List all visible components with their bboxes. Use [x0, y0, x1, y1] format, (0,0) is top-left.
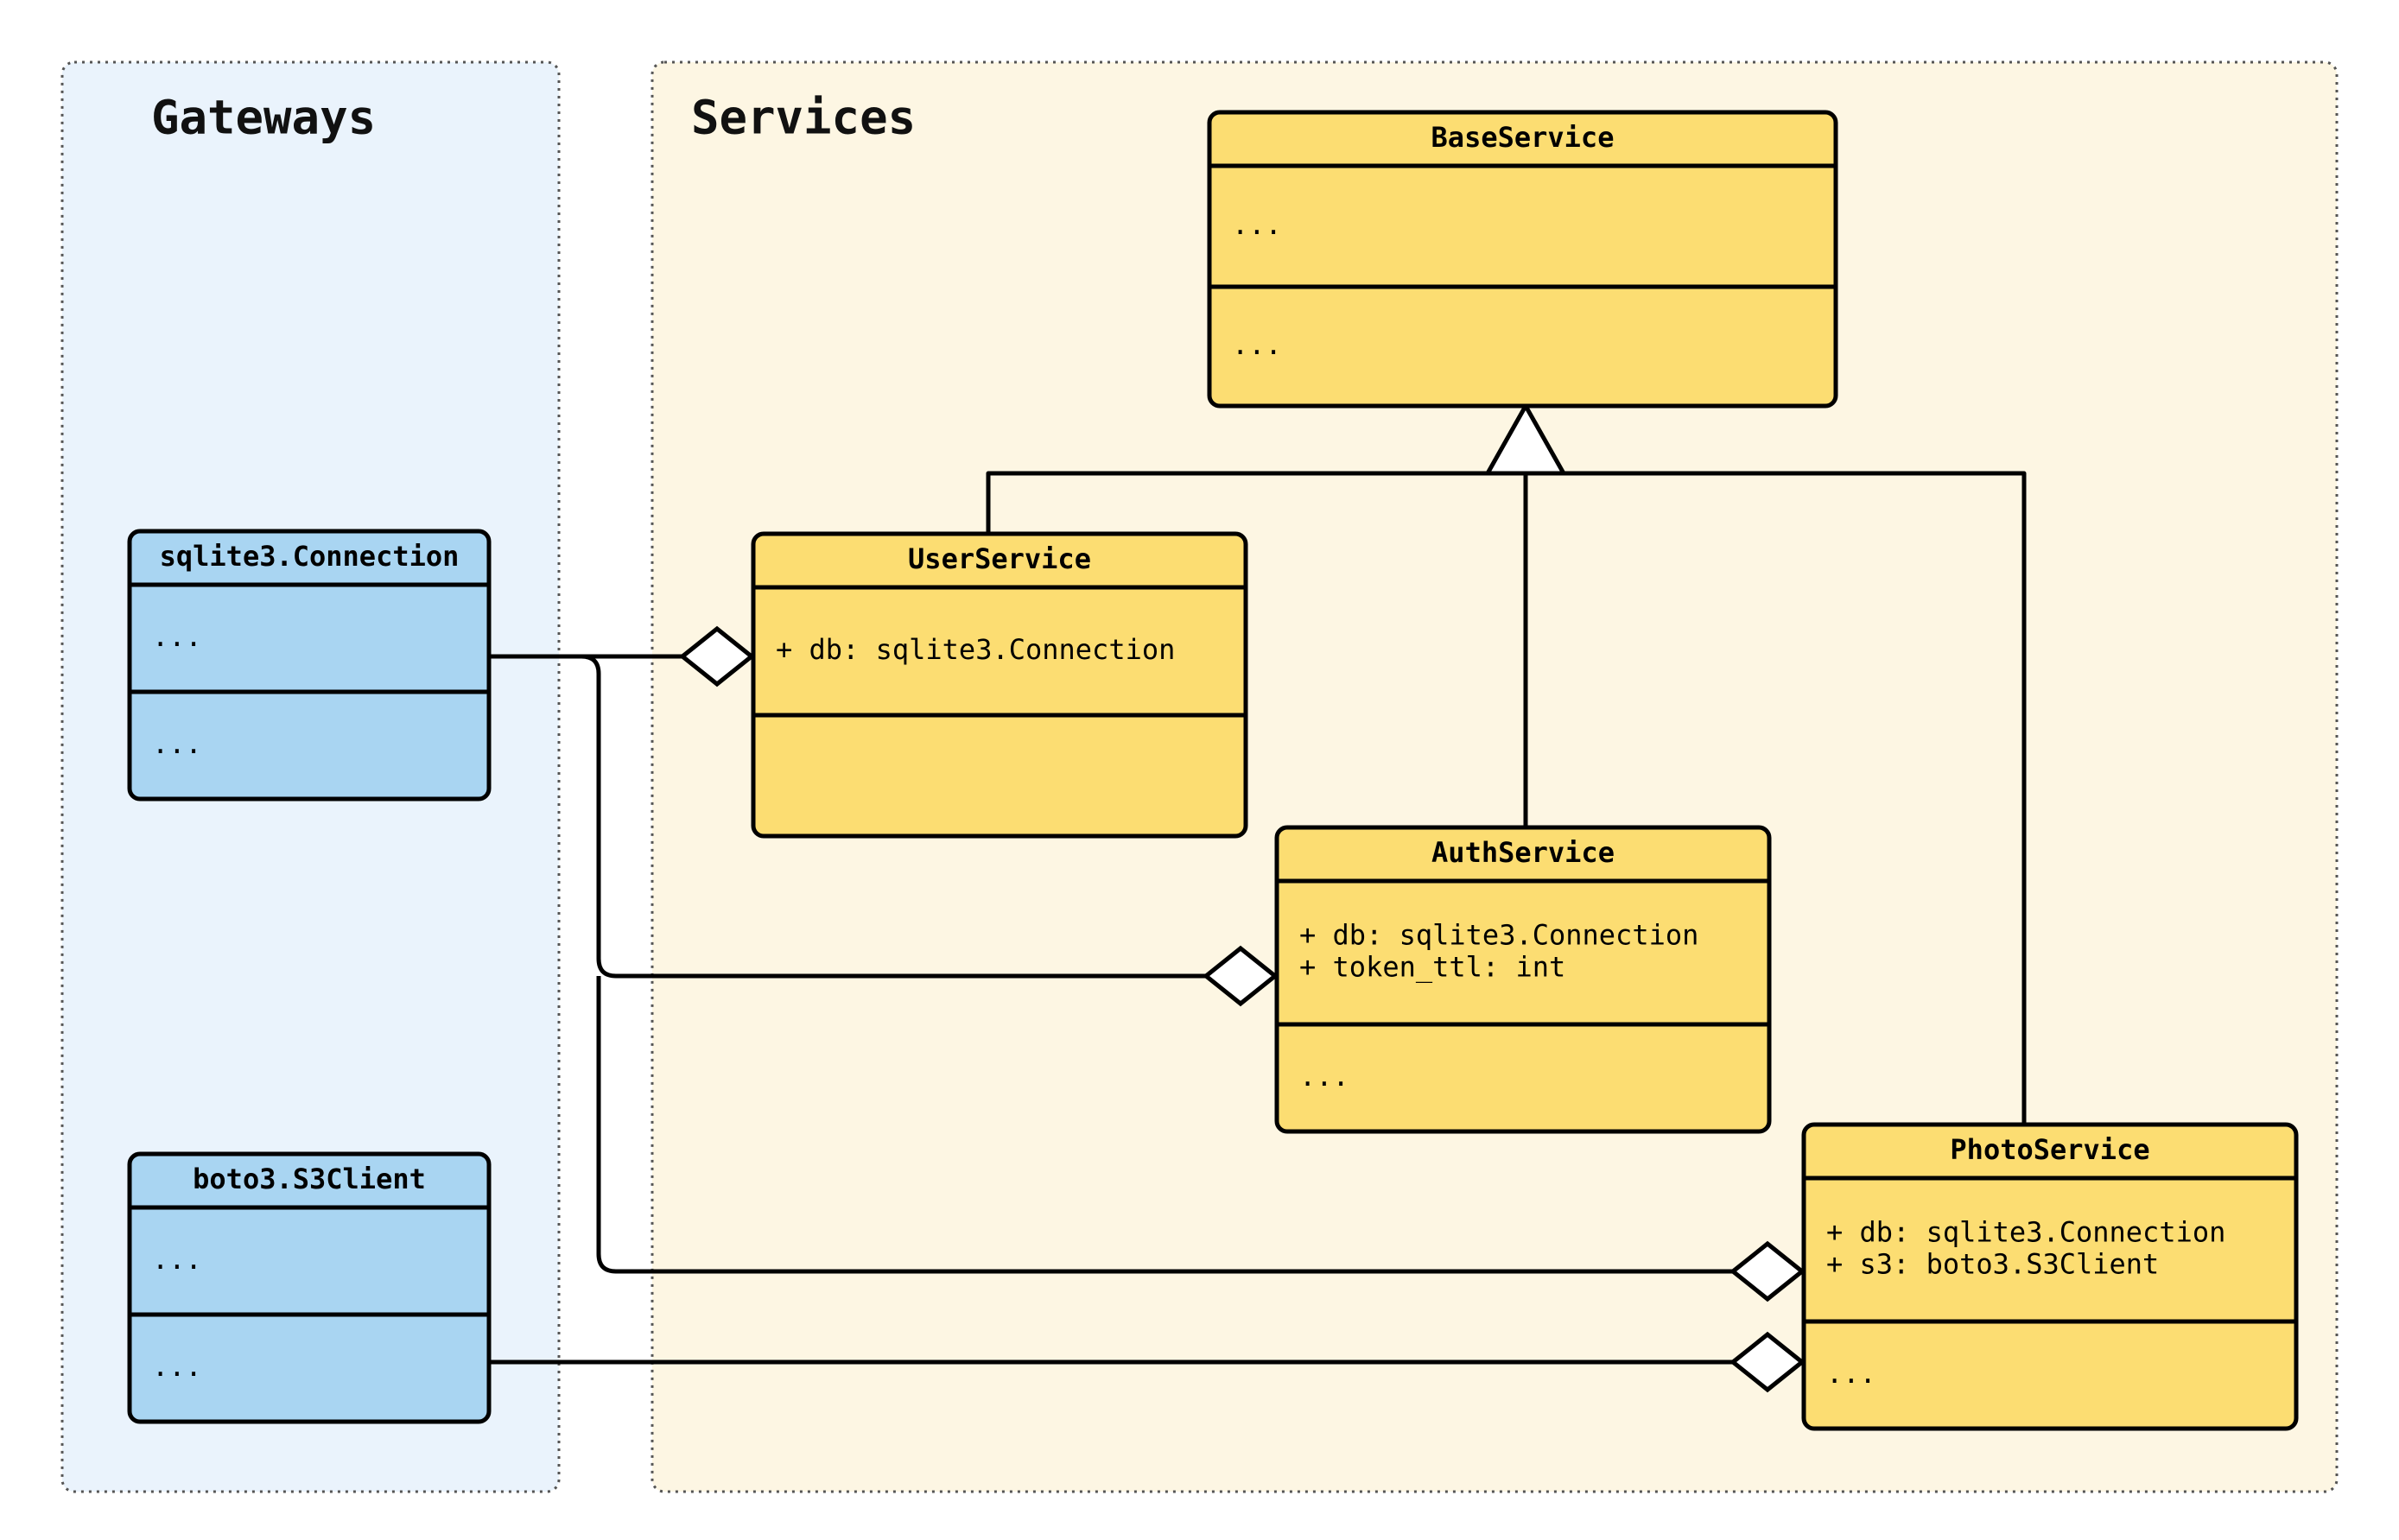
class-outline[interactable] — [1207, 110, 1838, 409]
package-title: Gateways — [151, 91, 376, 145]
class-attribute: + s3: boto3.S3Client — [1826, 1248, 2159, 1281]
class-method: ... — [1232, 328, 1282, 361]
class-attribute: + db: sqlite3.Connection — [776, 633, 1175, 666]
class-name-label: PhotoService — [1950, 1133, 2149, 1166]
generalization-triangle-icon — [1483, 401, 1568, 476]
class-method: ... — [1826, 1357, 1876, 1390]
class-attribute: ... — [152, 1243, 202, 1276]
class-outline[interactable] — [751, 531, 1248, 839]
class-name-label: AuthService — [1431, 836, 1615, 869]
class-attribute: + token_ttl: int — [1299, 951, 1565, 984]
class-box-photoservice[interactable]: PhotoService + db: sqlite3.Connection+ s3… — [1801, 1122, 2299, 1431]
relations-layer — [489, 401, 2027, 1393]
class-box-authservice[interactable]: AuthService + db: sqlite3.Connection+ tok… — [1274, 825, 1772, 1134]
class-attribute: ... — [152, 620, 202, 653]
class-name-label: sqlite3.Connection — [160, 540, 460, 573]
relation-assoc-sqlite-photoservice[interactable] — [596, 976, 1806, 1302]
class-outline[interactable] — [1801, 1122, 2299, 1431]
class-outline[interactable] — [1274, 825, 1772, 1134]
class-outline[interactable] — [127, 1151, 492, 1424]
class-outline[interactable] — [127, 529, 492, 802]
class-box-boto3-s3client[interactable]: boto3.S3Client...... — [127, 1151, 492, 1424]
class-method: ... — [152, 727, 202, 760]
class-name-label: boto3.S3Client — [193, 1163, 426, 1195]
class-name-label: UserService — [908, 542, 1091, 575]
relation-path[interactable] — [596, 976, 1733, 1274]
relation-path[interactable] — [986, 471, 2027, 1125]
class-name-label: BaseService — [1431, 121, 1615, 154]
classes-layer: sqlite3.Connection......boto3.S3Client..… — [127, 110, 2299, 1431]
class-attribute: + db: sqlite3.Connection — [1826, 1216, 2225, 1249]
class-attribute: + db: sqlite3.Connection — [1299, 919, 1698, 952]
class-method: ... — [152, 1350, 202, 1383]
class-attribute: ... — [1232, 208, 1282, 241]
class-method: ... — [1299, 1060, 1349, 1093]
class-box-sqlite3-connection[interactable]: sqlite3.Connection...... — [127, 529, 492, 802]
package-title: Services — [691, 91, 916, 145]
class-box-userservice[interactable]: UserService + db: sqlite3.Connection — [751, 531, 1248, 839]
class-box-baseservice[interactable]: BaseService...... — [1207, 110, 1838, 409]
relation-path[interactable] — [489, 654, 1206, 979]
relation-inherit-bus[interactable] — [986, 401, 2027, 1125]
